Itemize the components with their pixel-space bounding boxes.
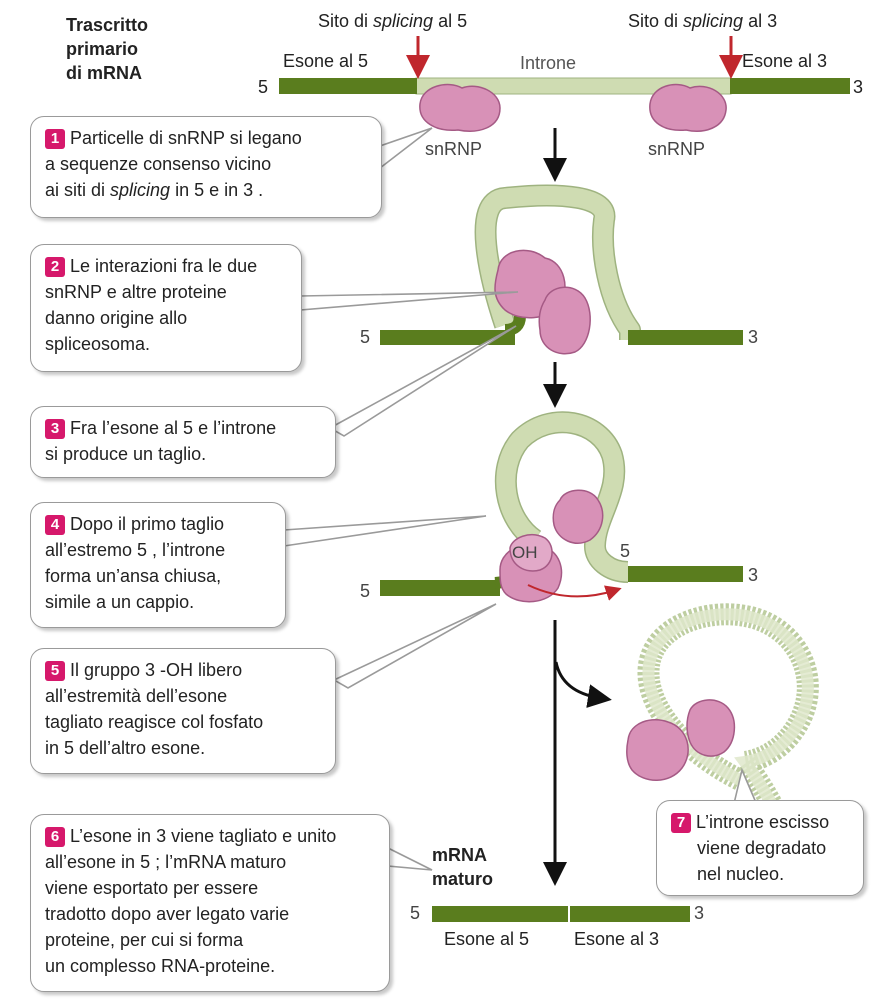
callout-pointer-5 xyxy=(334,604,496,688)
step-3-line: si produce un taglio. xyxy=(45,441,321,467)
intron-label: Introne xyxy=(520,52,576,74)
splice5-text-c: al 5 xyxy=(433,11,467,31)
step-1-badge: 1 xyxy=(45,129,65,149)
branch-arrow xyxy=(556,662,600,698)
primary-title-line2: primario xyxy=(66,38,138,60)
end3-mature: 3 xyxy=(694,902,704,924)
mature-exon5 xyxy=(432,906,568,922)
primary-title-line3: di mRNA xyxy=(66,62,142,84)
splice3-text-c: al 3 xyxy=(743,11,777,31)
oh-label: OH xyxy=(512,542,538,564)
snrnp-stage4-a xyxy=(553,490,602,543)
mature-title-line2: maturo xyxy=(432,868,493,890)
step-7-line: nel nucleo. xyxy=(671,861,849,887)
snrnp-label-2: snRNP xyxy=(648,138,705,160)
mature-title-line1: mRNA xyxy=(432,844,487,866)
exon3-stage2 xyxy=(628,330,743,345)
step-6-line: L’esone in 3 viene tagliato e unito xyxy=(70,826,336,846)
step-5-line: tagliato reagisce col fosfato xyxy=(45,709,321,735)
end5-stage4: 5 xyxy=(360,580,370,602)
step-2-line: snRNP e altre proteine xyxy=(45,279,287,305)
step-4-line: forma un’ansa chiusa, xyxy=(45,563,271,589)
splice5-text-b: splicing xyxy=(373,11,433,31)
step-6-line: un complesso RNA-proteine. xyxy=(45,953,375,979)
splice-site-3-label: Sito di splicing al 3 xyxy=(628,10,777,32)
step-2-line: danno origine allo xyxy=(45,305,287,331)
end5-stage4-right: 5 xyxy=(620,540,630,562)
exon5-stage4 xyxy=(380,580,500,596)
exon3-stage4 xyxy=(628,566,743,582)
primary-title-line1: Trascritto xyxy=(66,14,148,36)
step-4-line: all’estremo 5 , l’introne xyxy=(45,537,271,563)
snrnp-particle-3 xyxy=(650,85,726,132)
step-2-line: spliceosoma. xyxy=(45,331,287,357)
end3-stage4: 3 xyxy=(748,564,758,586)
step-4-line: simile a un cappio. xyxy=(45,589,271,615)
step-4-line: Dopo il primo taglio xyxy=(70,514,224,534)
step-2-line: Le interazioni fra le due xyxy=(70,256,257,276)
exon5-strand xyxy=(279,78,417,94)
end3-stage2: 3 xyxy=(748,326,758,348)
step-6-badge: 6 xyxy=(45,827,65,847)
step-6-line: proteine, per cui si forma xyxy=(45,927,375,953)
step-7-line: viene degradato xyxy=(671,835,849,861)
splice3-text-a: Sito di xyxy=(628,11,683,31)
step-3-line: Fra l’esone al 5 e l’introne xyxy=(70,418,276,438)
snrnp-excised-a xyxy=(627,720,688,781)
splice5-text-a: Sito di xyxy=(318,11,373,31)
end3-primary: 3 xyxy=(853,76,863,98)
step-1-line: ai siti di xyxy=(45,180,110,200)
exon3-label: Esone al 3 xyxy=(742,50,827,72)
step-1-line: a sequenze consenso vicino xyxy=(45,151,367,177)
end5-stage2: 5 xyxy=(360,326,370,348)
spliceosome-stage xyxy=(380,196,743,354)
step-3-badge: 3 xyxy=(45,419,65,439)
callout-pointer-2 xyxy=(300,292,518,310)
mature-exon3-label: Esone al 3 xyxy=(574,928,659,950)
exon3-strand xyxy=(730,78,850,94)
step-1-line-italic: splicing xyxy=(110,180,170,200)
end5-primary: 5 xyxy=(258,76,268,98)
step-4-badge: 4 xyxy=(45,515,65,535)
step-6-line: tradotto dopo aver legato varie xyxy=(45,901,375,927)
step-7-badge: 7 xyxy=(671,813,691,833)
step-6-line: all’esone in 5 ; l’mRNA maturo xyxy=(45,849,375,875)
mature-exon5-label: Esone al 5 xyxy=(444,928,529,950)
end5-mature: 5 xyxy=(410,902,420,924)
step-7-line: L’introne escisso xyxy=(696,812,829,832)
step-5-line: Il gruppo 3 -OH libero xyxy=(70,660,242,680)
mature-exon3 xyxy=(570,906,690,922)
exon5-label: Esone al 5 xyxy=(283,50,368,72)
splice-site-5-label: Sito di splicing al 5 xyxy=(318,10,467,32)
snrnp-label-1: snRNP xyxy=(425,138,482,160)
callout-pointer-4 xyxy=(284,516,486,546)
step-5-line: in 5 dell’altro esone. xyxy=(45,735,321,761)
excised-intron xyxy=(627,614,808,820)
snrnp-excised-b xyxy=(687,700,734,756)
snrnp-particle-5 xyxy=(420,85,500,132)
step-2-badge: 2 xyxy=(45,257,65,277)
step-5-line: all’estremità dell’esone xyxy=(45,683,321,709)
step-1-line: Particelle di snRNP si legano xyxy=(70,128,302,148)
lariat-stage xyxy=(380,422,743,601)
step-1-line: in 5 e in 3 . xyxy=(170,180,263,200)
splice3-text-b: splicing xyxy=(683,11,743,31)
step-5-badge: 5 xyxy=(45,661,65,681)
step-6-line: viene esportato per essere xyxy=(45,875,375,901)
mature-mrna xyxy=(432,906,690,922)
callout-pointer-6 xyxy=(388,848,432,870)
snrnp-stage2-b xyxy=(539,287,590,353)
